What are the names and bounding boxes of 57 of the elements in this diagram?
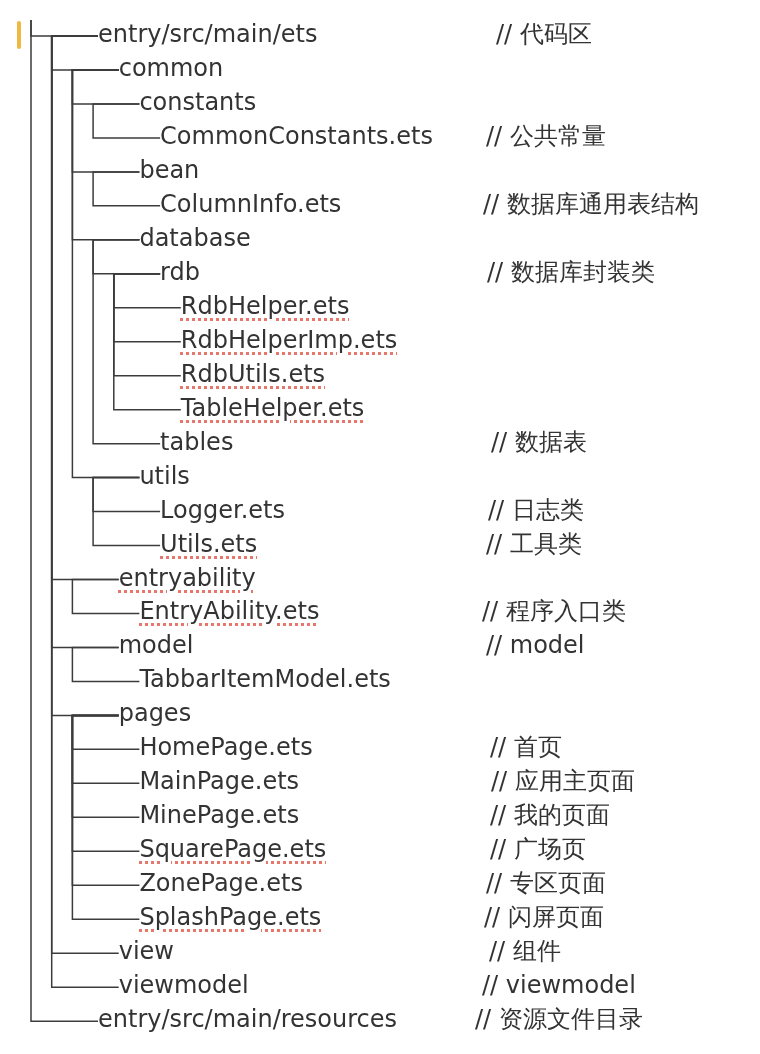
tree-item-name: bean <box>139 154 200 187</box>
code-comment: // 闪屏页面 <box>484 902 604 934</box>
tree-item-name: Logger.ets <box>160 494 285 527</box>
tree-connector <box>71 578 141 615</box>
tree-item-name: viewmodel <box>118 970 249 1003</box>
tree-connector <box>113 273 182 411</box>
tree-item-name: MinePage.ets <box>139 800 300 833</box>
code-comment: // 日志类 <box>488 494 584 526</box>
tree-item-name: SquarePage.ets <box>139 834 327 867</box>
code-comment: // 专区页面 <box>486 868 606 900</box>
tree-item-name: MainPage.ets <box>139 766 300 799</box>
tree-item-name: tables <box>160 426 234 459</box>
tree-item-name: rdb <box>160 256 200 289</box>
code-comment: // 数据库封装类 <box>487 256 655 288</box>
code-comment: // 程序入口类 <box>482 596 626 628</box>
tree-item-name: pages <box>118 698 192 731</box>
tree-connector <box>92 239 161 445</box>
tree-connector <box>71 646 141 683</box>
tree-connector <box>92 476 161 547</box>
tree-item-name: SplashPage.ets <box>139 902 322 935</box>
code-comment: // 首页 <box>490 732 562 764</box>
tree-item-name: EntryAbility.ets <box>139 596 320 629</box>
code-comment: // 数据库通用表结构 <box>483 188 699 220</box>
tree-item-name: common <box>118 52 224 85</box>
tree-item-name: model <box>118 630 194 663</box>
tree-item-name: database <box>139 222 251 255</box>
tree-item-name: utils <box>139 460 190 493</box>
tree-connector <box>71 714 141 920</box>
tree-connector <box>30 19 99 1022</box>
tree-item-name: RdbHelperImp.ets <box>180 324 398 357</box>
code-comment: // 广场页 <box>490 834 586 866</box>
tree-item-name: view <box>118 936 174 969</box>
tree-item-name: Utils.ets <box>160 528 258 561</box>
code-comment: // 代码区 <box>496 19 592 50</box>
code-comment: // viewmodel <box>482 970 636 1002</box>
tree-item-name: TableHelper.ets <box>180 392 365 425</box>
tree-connector <box>92 171 161 207</box>
tree-item-name: TabbarItemModel.ets <box>139 664 391 697</box>
code-comment: // 工具类 <box>486 528 582 560</box>
tree-item-name: HomePage.ets <box>139 732 313 765</box>
tree-item-name: entry/src/main/resources <box>98 1004 398 1037</box>
tree-item-name: RdbUtils.ets <box>180 358 326 391</box>
code-comment: // model <box>486 630 585 662</box>
code-comment: // 资源文件目录 <box>475 1004 643 1036</box>
code-comment: // 公共常量 <box>486 120 606 152</box>
tree-item-name: ZonePage.ets <box>139 868 303 901</box>
code-comment: // 组件 <box>489 936 561 968</box>
code-comment: // 数据表 <box>491 426 587 458</box>
code-comment: // 我的页面 <box>490 800 610 832</box>
tree-connector <box>92 103 161 139</box>
tree-item-name: CommonConstants.ets <box>160 120 433 153</box>
tree-item-name: ColumnInfo.ets <box>160 188 342 221</box>
tree-item-name: constants <box>139 86 257 119</box>
code-comment: // 应用主页面 <box>491 766 635 798</box>
tree-item-name: RdbHelper.ets <box>180 290 350 323</box>
tree-item-name: entryability <box>118 562 256 595</box>
tree-item-name: entry/src/main/ets <box>98 19 318 51</box>
